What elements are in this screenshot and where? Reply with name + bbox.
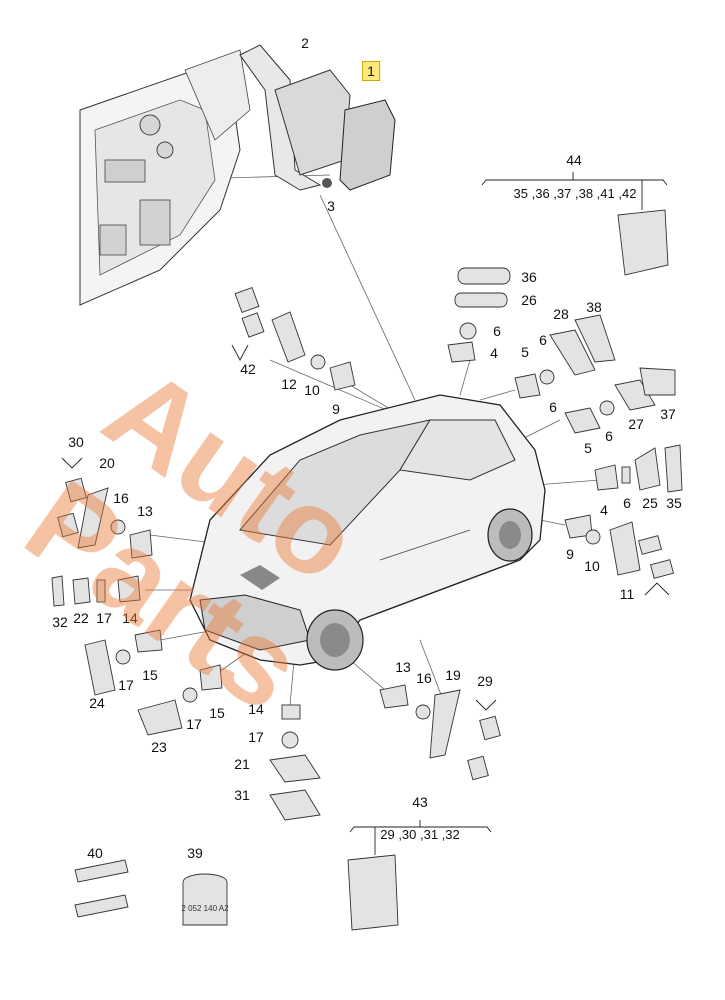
callout-35[interactable]: 35 (666, 495, 682, 511)
callout-24[interactable]: 24 (89, 695, 105, 711)
callout-29[interactable]: 29 (477, 673, 493, 689)
callout-25[interactable]: 25 (642, 495, 658, 511)
callout-17c[interactable]: 17 (186, 716, 202, 732)
callout-4a[interactable]: 4 (490, 345, 498, 361)
callout-40[interactable]: 40 (87, 845, 103, 861)
callout-43[interactable]: 43 (412, 794, 428, 810)
callout-37[interactable]: 37 (660, 406, 676, 422)
group-44-parts: 35 ,36 ,37 ,38 ,41 ,42 (513, 186, 637, 201)
callout-14a[interactable]: 14 (122, 610, 138, 626)
bracket-and-control-unit-drawing (239, 44, 396, 191)
callout-13b[interactable]: 13 (395, 659, 411, 675)
group-43-parts: 29 ,30 ,31 ,32 (380, 827, 460, 842)
callout-30[interactable]: 30 (68, 434, 84, 450)
callout-28[interactable]: 28 (553, 306, 569, 322)
callout-22[interactable]: 22 (73, 610, 89, 626)
callout-6d[interactable]: 6 (605, 428, 613, 444)
callout-9b[interactable]: 9 (332, 401, 340, 417)
callout-42[interactable]: 42 (240, 361, 256, 377)
callout-17b[interactable]: 17 (118, 677, 134, 693)
callout-19[interactable]: 19 (445, 667, 461, 683)
small-parts-drawing (51, 209, 683, 931)
callout-16a[interactable]: 16 (113, 490, 129, 506)
callout-10a[interactable]: 10 (584, 558, 600, 574)
callout-5a[interactable]: 5 (521, 344, 529, 360)
callout-15a[interactable]: 15 (142, 667, 158, 683)
callout-16b[interactable]: 16 (416, 670, 432, 686)
callout-6b[interactable]: 6 (539, 332, 547, 348)
callout-6c[interactable]: 6 (549, 399, 557, 415)
callout-9a[interactable]: 9 (566, 546, 574, 562)
callout-39[interactable]: 39 (187, 845, 203, 861)
callout-4b[interactable]: 4 (600, 502, 608, 518)
callout-6a[interactable]: 6 (493, 323, 501, 339)
callout-12[interactable]: 12 (281, 376, 297, 392)
callout-10b[interactable]: 10 (304, 382, 320, 398)
callout-14b[interactable]: 14 (248, 701, 264, 717)
callout-31[interactable]: 31 (234, 787, 250, 803)
callout-5b[interactable]: 5 (584, 440, 592, 456)
callout-13a[interactable]: 13 (137, 503, 153, 519)
callout-44[interactable]: 44 (566, 152, 582, 168)
callout-32[interactable]: 32 (52, 614, 68, 630)
callout-11[interactable]: 11 (619, 586, 635, 602)
callout-17a[interactable]: 17 (96, 610, 112, 626)
callout-2[interactable]: 2 (301, 35, 309, 51)
firewall-panel-drawing (79, 49, 251, 306)
callout-21[interactable]: 21 (234, 756, 250, 772)
callout-6e[interactable]: 6 (623, 495, 631, 511)
callout-23[interactable]: 23 (151, 739, 167, 755)
callout-38[interactable]: 38 (586, 299, 602, 315)
group-brackets (61, 172, 670, 855)
callout-27[interactable]: 27 (628, 416, 644, 432)
callout-1[interactable]: 1 (362, 61, 380, 81)
callout-36[interactable]: 36 (521, 269, 537, 285)
callout-20[interactable]: 20 (99, 455, 115, 471)
car-drawing (189, 394, 546, 671)
callout-3[interactable]: 3 (327, 198, 335, 214)
callout-26[interactable]: 26 (521, 292, 537, 308)
can-label: 2 052 140 A2 (181, 904, 229, 913)
callout-17d[interactable]: 17 (248, 729, 264, 745)
callout-15b[interactable]: 15 (209, 705, 225, 721)
